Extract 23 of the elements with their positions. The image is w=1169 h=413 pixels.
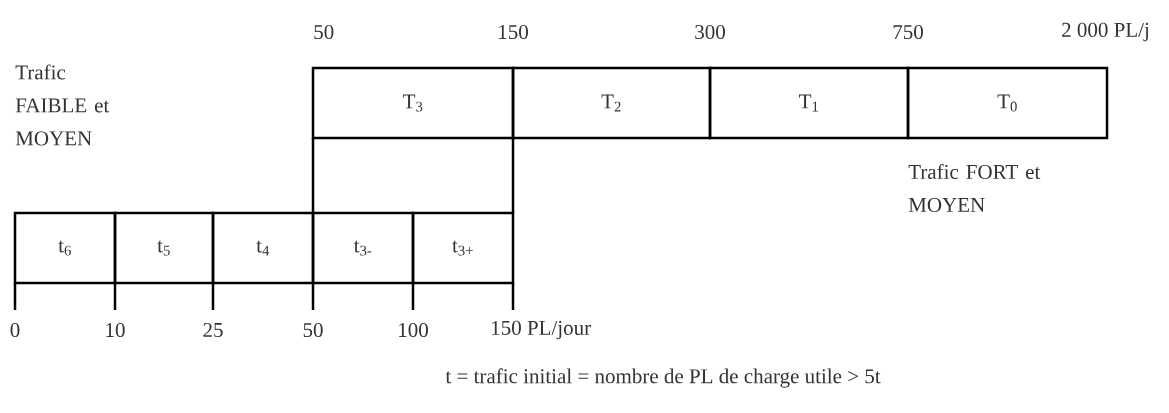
caption: t = trafic initial = nombre de PL de charge utile > 5t <box>445 368 881 388</box>
scale-cell: t$_{6}$ <box>13 211 117 285</box>
scale-label: 0 <box>10 322 20 338</box>
scale-cell: T$_{0}$ <box>906 66 1109 140</box>
scale-label: 25 <box>203 322 223 338</box>
scale-cell: t$_{4}$ <box>211 211 315 285</box>
scale-label: 300 <box>695 24 725 40</box>
scale-cell: t$_{5}$ <box>113 211 215 285</box>
scale-label: 150 <box>499 24 528 40</box>
scale-label: 50 <box>314 24 334 40</box>
scale-cell: T$_{2}$ <box>511 66 712 140</box>
scale-label: 100 <box>399 322 428 338</box>
scale-label: Trafic FORT et MOYEN <box>908 164 1041 212</box>
scale-cell: t$_{3-}$ <box>311 211 415 285</box>
scale-label: 150 PL/jour <box>492 320 591 340</box>
scale-cell: T$_{3}$ <box>311 66 515 140</box>
scale-cell: T$_{1}$ <box>708 66 910 140</box>
scale-label: Trafic FAIBLE et MOYEN <box>15 64 110 146</box>
scale-cell: t$_{3+}$ <box>411 211 515 285</box>
scale-label: 10 <box>106 322 125 338</box>
scale-label: 50 <box>303 322 323 338</box>
scale-label: 2 000 PL/j <box>1062 22 1148 42</box>
scale-label: 750 <box>893 24 923 40</box>
